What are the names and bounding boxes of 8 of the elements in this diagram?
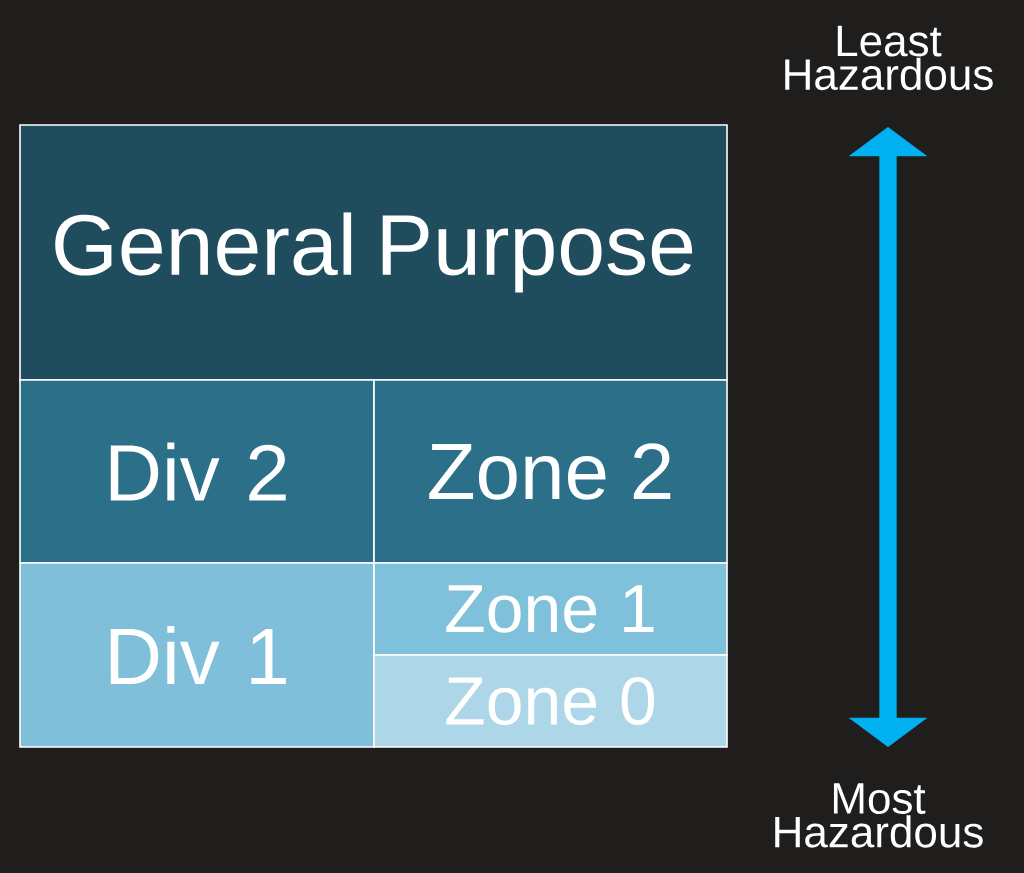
- category-cell: Zone 2: [373, 379, 728, 564]
- category-cell: Div 1: [19, 562, 375, 748]
- scale-label: Least Hazardous: [785, 25, 993, 91]
- scale-label: Most Hazardous: [775, 783, 983, 848]
- category-cell: Zone 0: [373, 654, 728, 748]
- category-cell: General Purpose: [19, 124, 728, 381]
- category-cell: Div 2: [19, 379, 375, 564]
- category-cell: Zone 1: [373, 562, 728, 656]
